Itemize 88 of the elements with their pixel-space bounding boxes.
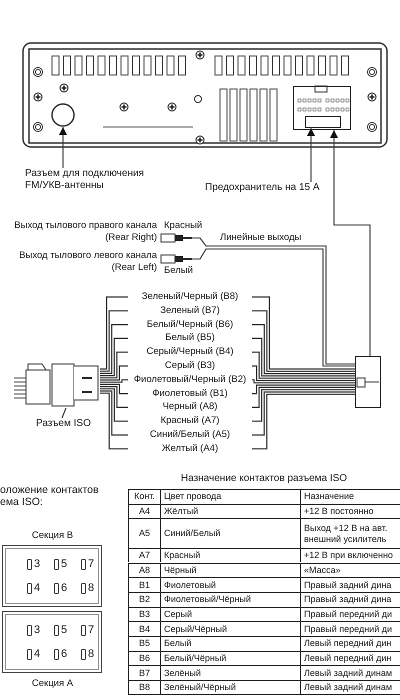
table-cell: Выход +12 В на авт. внешний усилитель (300, 518, 400, 548)
edge-label: Фиолетовый/Черный (B2) (128, 374, 252, 386)
edge-label: Серый (B3) (128, 360, 252, 372)
pin-section-frame (2, 545, 102, 607)
edge-label: Зеленый (B7) (128, 304, 252, 317)
pin-number: 7 (88, 624, 94, 636)
table-cell: Цвет провода (160, 489, 300, 504)
table-cell: A7 (128, 548, 160, 562)
table-cell: B6 (128, 650, 160, 666)
table-cell: Левый передний дин (300, 636, 400, 651)
edge-label: Серый/Черный (B4) (128, 346, 252, 358)
table-cell: Жёлтый (160, 504, 300, 518)
table-cell: +12 В постоянно (300, 504, 400, 518)
pin-number: 8 (88, 582, 94, 594)
wire-color-caption: Красный (164, 220, 204, 232)
table-cell: B1 (128, 577, 160, 592)
pin-number: 6 (61, 648, 68, 660)
pin-number: 4 (34, 648, 40, 660)
table-cell: Левый задний динам (300, 680, 400, 695)
fuse-slot (305, 116, 341, 128)
harness-connector (355, 356, 381, 408)
pin-number: 3 (34, 624, 40, 636)
pin-number: 5 (61, 624, 68, 636)
table-cell: +12 В при включенно (300, 548, 400, 562)
callout-text: Разъем для подключения FM/УКВ-антенны (25, 168, 147, 206)
table-cell: Белый/Чёрный (160, 650, 300, 666)
pin-section-frame (2, 611, 102, 673)
table-cell: Чёрный (160, 562, 300, 578)
edge-label: Красный (A7) (128, 415, 252, 428)
table-cell: Серый/Чёрный (160, 621, 300, 636)
callout-text: Разъем ISO (36, 418, 98, 431)
table-cell: Зелёный/Чёрный (160, 680, 300, 695)
antenna-socket (51, 103, 75, 127)
table-cell: Назначение (300, 489, 400, 504)
table-cell: B5 (128, 636, 160, 651)
table-cell: B7 (128, 665, 160, 680)
table-cell: Фиолетовый/Чёрный (160, 592, 300, 607)
table-cell: Фиолетовый (160, 577, 300, 592)
table-cell: Белый (160, 636, 300, 651)
pin-number: 8 (88, 648, 94, 660)
table-cell: Конт. (128, 489, 160, 504)
rca-plug (160, 253, 192, 265)
pin-number: 6 (61, 582, 68, 594)
edge-label: Черный (A8) (128, 401, 252, 414)
edge-label: Белый/Черный (B6) (128, 318, 252, 331)
channel-caption: Выход тылового левого канала (Rear Left) (18, 250, 157, 274)
table-cell: Левый передний дин (300, 650, 400, 666)
edge-label: Линейные выходы (220, 232, 300, 244)
table-cell: Серый (160, 606, 300, 622)
edge-label: Белый (B5) (128, 332, 252, 344)
edge-label: Синий/Белый (A5) (128, 429, 252, 441)
table-cell: A4 (128, 504, 160, 518)
pin-number: 7 (88, 558, 94, 570)
table-cell: Зелёный (160, 665, 300, 680)
table-cell: Красный (160, 548, 300, 562)
table-title: Назначение контактов разъема ISO (180, 473, 348, 485)
section-title: оложение контактов ема ISO: (0, 484, 100, 508)
edge-label: Зеленый/Черный (B8) (128, 291, 252, 303)
section-heading: Секция A (30, 678, 74, 690)
leader-line (61, 408, 67, 418)
edge-label: Фиолетовый (B1) (128, 388, 252, 400)
table-cell: «Масса» (300, 562, 400, 578)
table-cell: B8 (128, 680, 160, 695)
table-cell: Правый задний дина (300, 577, 400, 592)
callout-text: Предохранитель на 15 А (205, 182, 323, 196)
table-cell: Правый задний дина (300, 592, 400, 607)
section-heading: Секция B (30, 530, 74, 542)
pin-number: 5 (61, 558, 68, 570)
wire-color-caption: Белый (164, 265, 194, 277)
table-cell: B4 (128, 621, 160, 636)
table-cell: Синий/Белый (160, 518, 300, 548)
table-cell: B3 (128, 606, 160, 622)
leader-line (307, 128, 315, 182)
pin-number: 3 (34, 558, 40, 570)
table-cell: A5 (128, 518, 160, 548)
table-cell: B2 (128, 592, 160, 607)
table-cell: Правый передний ди (300, 606, 400, 622)
pin-number: 4 (34, 582, 40, 594)
car-radio-rear-panel-drawing (22, 42, 388, 148)
power-connector (293, 86, 351, 130)
table-cell: A8 (128, 562, 160, 578)
rca-plug (160, 232, 192, 244)
edge-label: Желтый (A4) (128, 442, 252, 455)
connection-wire (330, 130, 371, 356)
leader-line (59, 127, 67, 168)
channel-caption: Выход тылового правого канала (Rear Right) (13, 220, 157, 244)
table-cell: Правый передний ди (300, 621, 400, 636)
table-cell: Левый задний динам (300, 665, 400, 680)
